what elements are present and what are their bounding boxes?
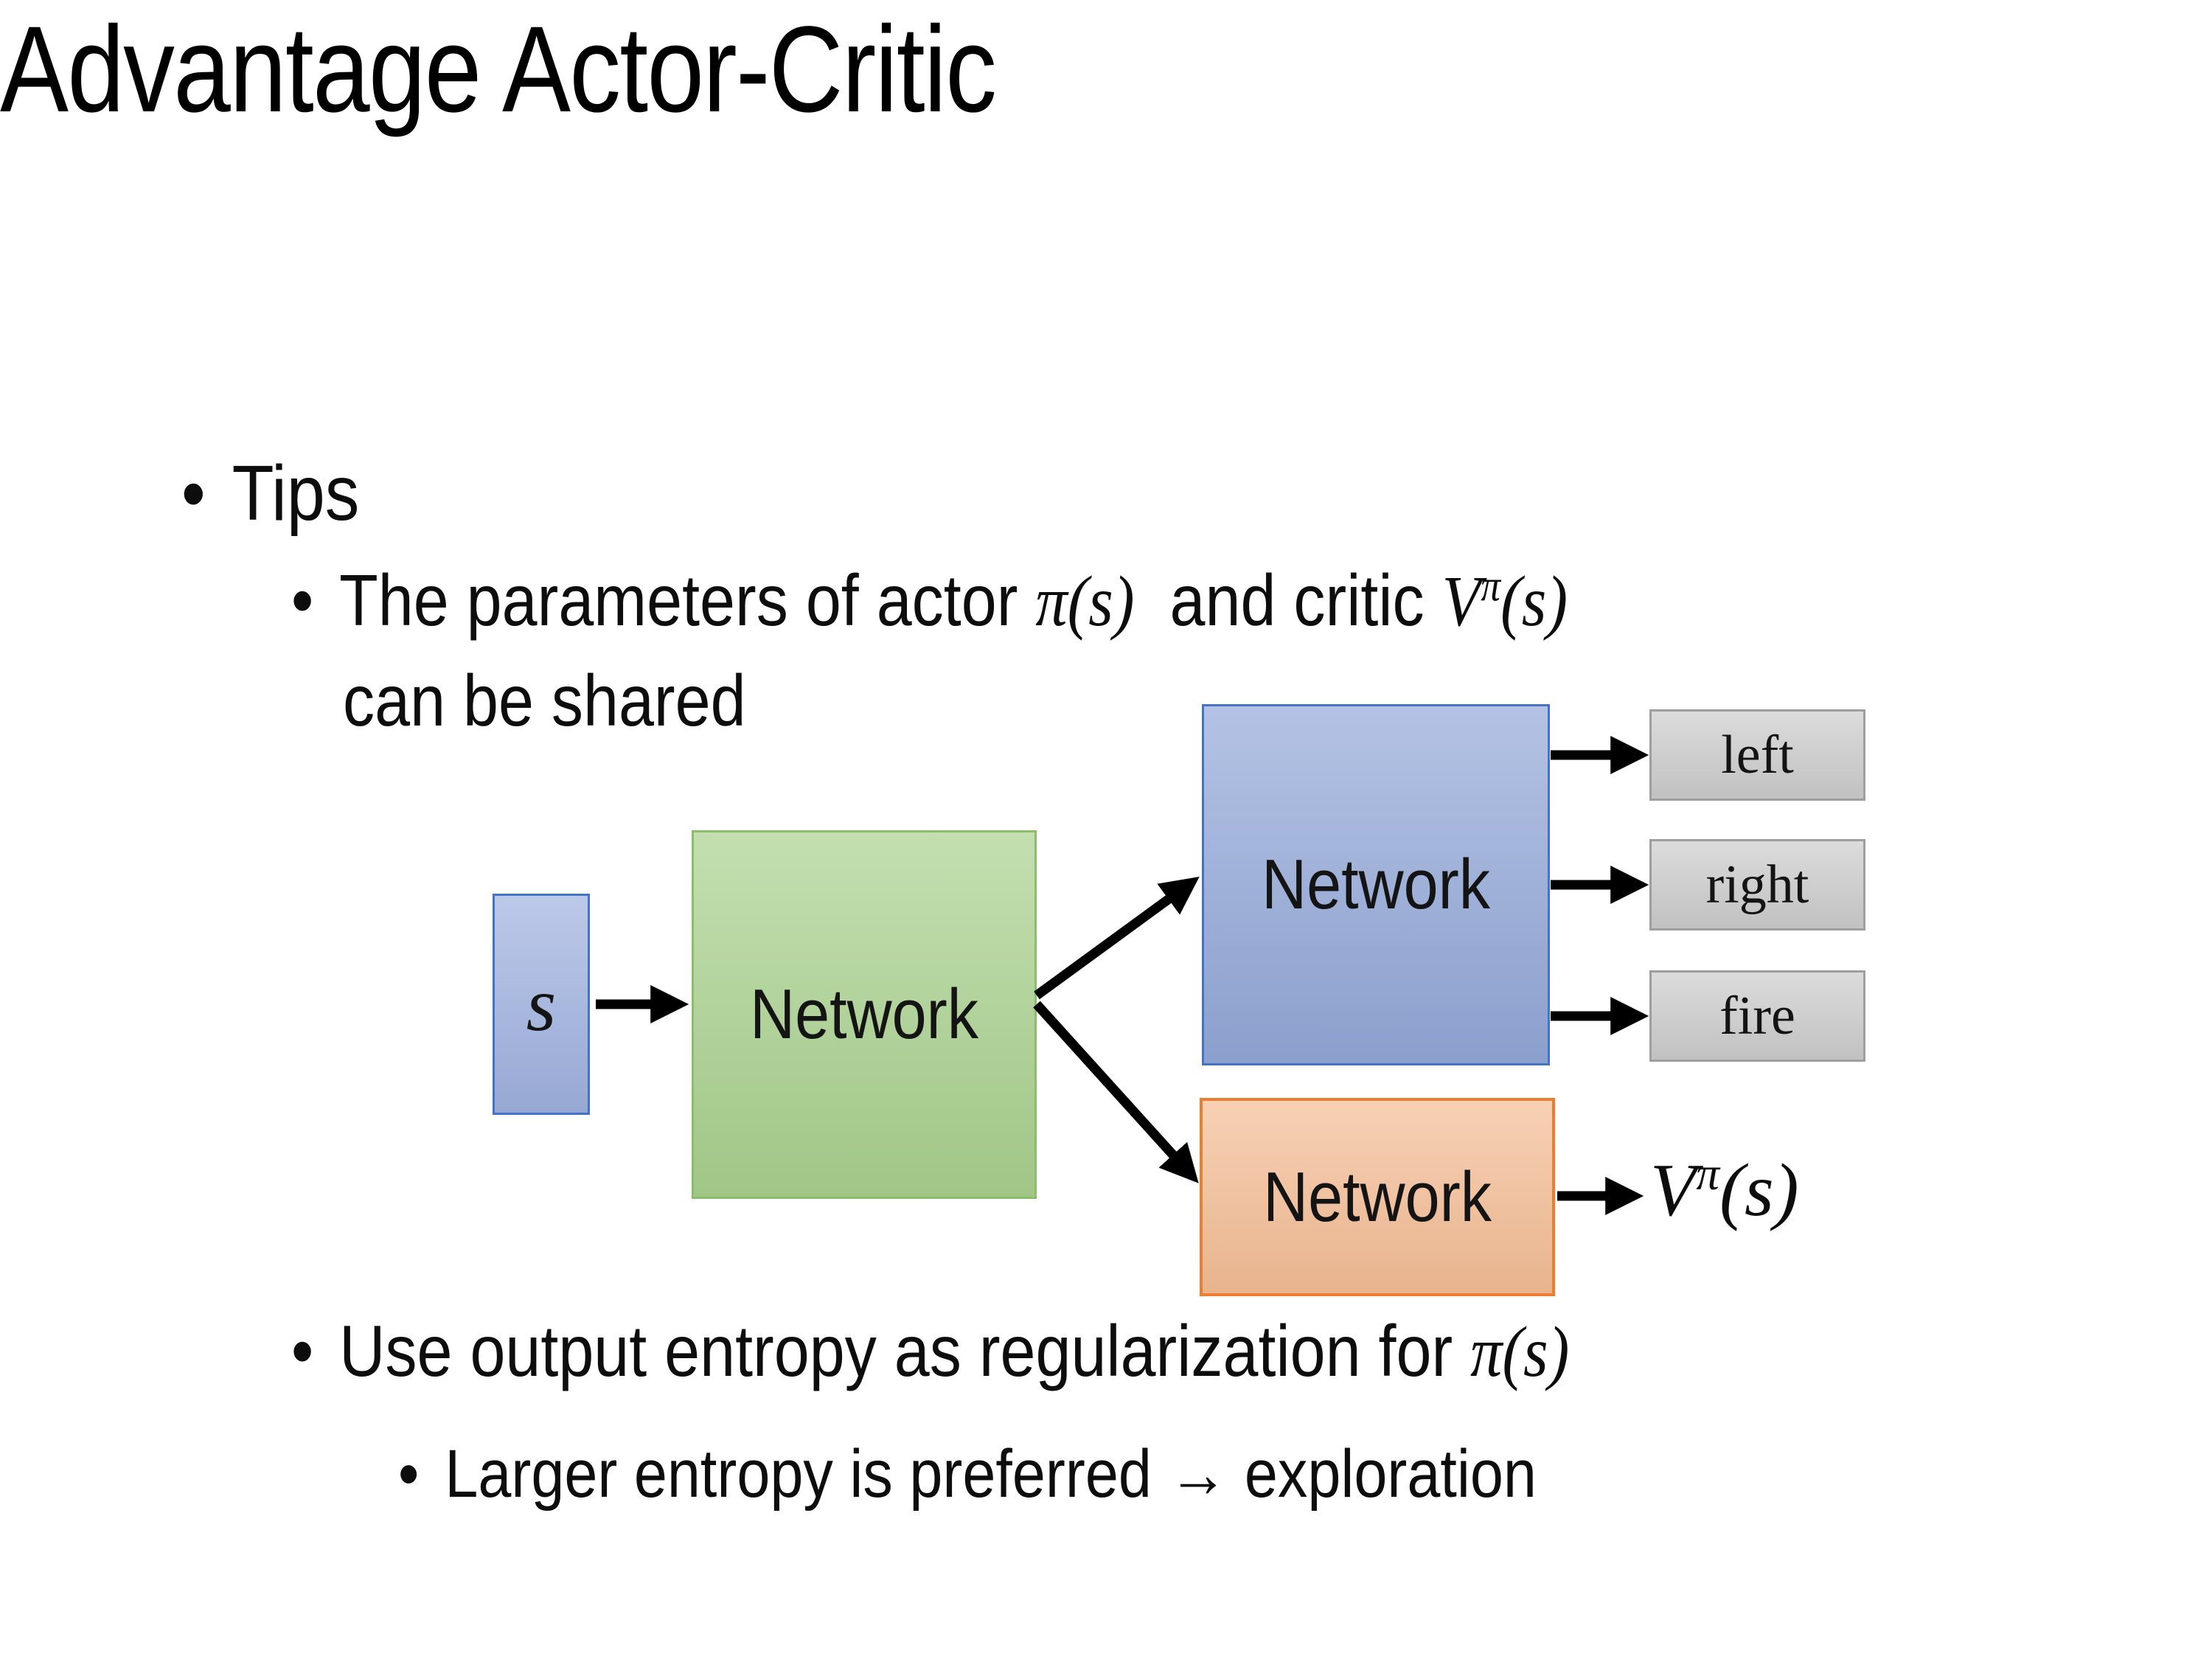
arrow-shared-to-actor-network (1034, 876, 1200, 1000)
bullet-icon: • (291, 560, 314, 641)
bullet-icon: • (291, 1310, 314, 1391)
actor-network-box: Network (1202, 704, 1550, 1065)
v-args: (s) (1500, 562, 1568, 641)
bullet-icon: • (181, 450, 206, 537)
entropy-prefix: Use output entropy as regularization for (339, 1310, 1471, 1391)
action-left-box: left (1649, 709, 1865, 801)
critic-network-box: Network (1200, 1098, 1555, 1296)
critic-output-label: Vπ(s) (1650, 1147, 1799, 1234)
arrow-shared-to-critic-network (1033, 1001, 1199, 1183)
exploration-text: Larger entropy is preferred → exploratio… (445, 1436, 1537, 1512)
actor-network-label: Network (1262, 845, 1490, 924)
action-right-label: right (1705, 854, 1809, 915)
actor-pi-math: π(s) (1035, 562, 1135, 641)
state-label: s (526, 961, 557, 1047)
tips-label: Tips (232, 450, 360, 537)
bullet-shared-params: • The parameters of actor π(s) and critic… (291, 560, 1568, 643)
action-left-label: left (1721, 724, 1794, 785)
state-box: s (493, 894, 590, 1115)
action-right-box: right (1649, 839, 1865, 931)
bullet-icon: • (398, 1436, 420, 1512)
critic-output-base: V (1650, 1149, 1697, 1232)
action-fire-box: fire (1649, 970, 1865, 1062)
critic-output-args: (s) (1719, 1149, 1799, 1232)
v-superscript-pi: π (1481, 561, 1501, 611)
v-base: V (1441, 562, 1481, 641)
critic-v-math: Vπ(s) (1442, 562, 1568, 641)
bullet-entropy: • Use output entropy as regularization fo… (291, 1310, 1570, 1394)
critic-output-superscript-pi: π (1696, 1148, 1719, 1200)
action-fire-label: fire (1719, 985, 1795, 1046)
bullet-exploration: • Larger entropy is preferred → explorati… (398, 1436, 1537, 1512)
bullet-tips: • Tips (181, 450, 359, 538)
shared-params-middle: and critic (1134, 560, 1442, 641)
critic-network-label: Network (1263, 1157, 1492, 1237)
shared-params-line2: can be shared (343, 660, 746, 741)
shared-params-prefix: The parameters of actor (339, 560, 1036, 641)
entropy-pi-math: π(s) (1470, 1312, 1570, 1392)
shared-network-label: Network (750, 975, 978, 1054)
slide-title: Advantage Actor-Critic (0, 1, 997, 138)
shared-network-box: Network (692, 830, 1037, 1199)
